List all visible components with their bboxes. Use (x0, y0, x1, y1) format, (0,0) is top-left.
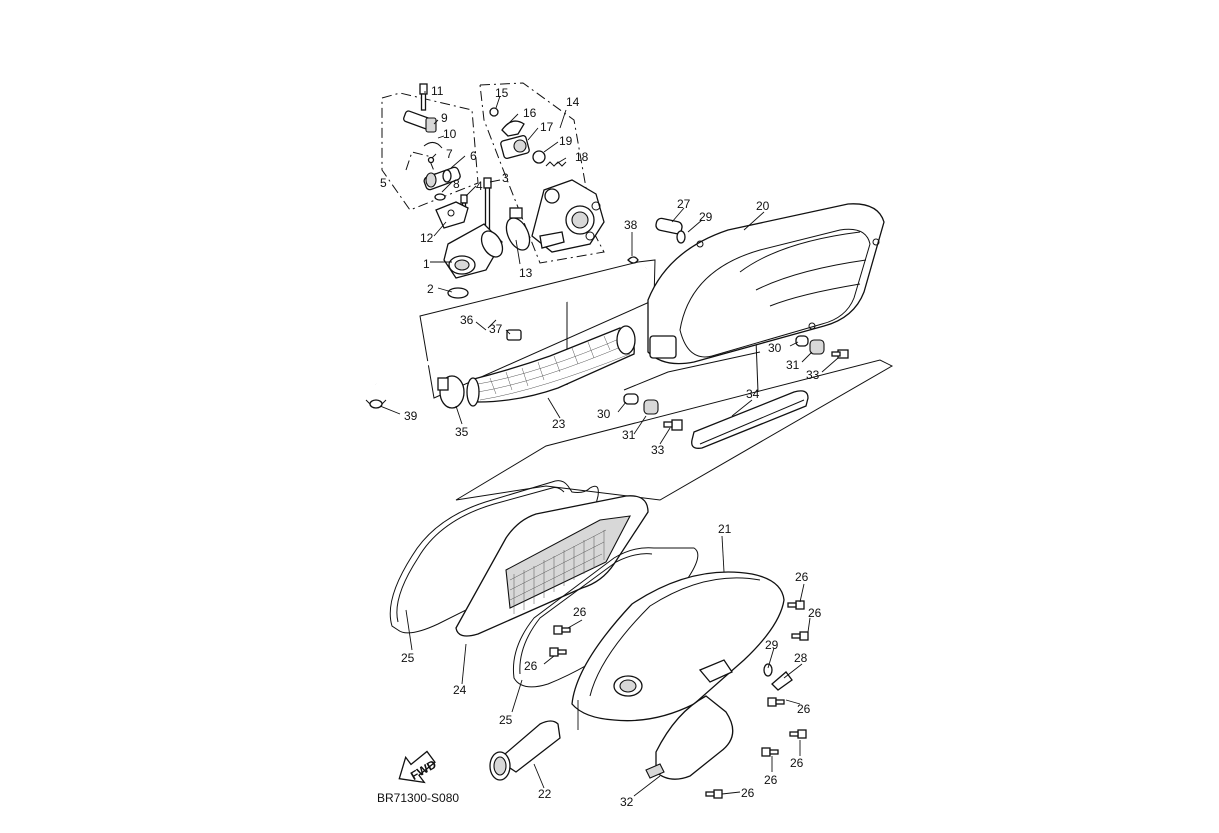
intake-duct-23 (437, 325, 636, 409)
callout-12: 12 (420, 231, 434, 245)
fwd-arrow-icon: FWD (398, 750, 439, 784)
drain-plug-28 (763, 663, 793, 691)
callout-32: 32 (620, 795, 634, 809)
callout-36: 36 (460, 313, 474, 327)
gasket-25-right (512, 547, 699, 688)
callout-26e: 26 (797, 702, 811, 716)
callout-22: 22 (538, 787, 552, 801)
callout-14: 14 (566, 95, 580, 109)
damper-set-upper (795, 335, 849, 359)
callout-13: 13 (519, 266, 533, 280)
callout-16: 16 (523, 106, 537, 120)
callout-30b: 30 (597, 407, 611, 421)
callout-26f: 26 (790, 756, 804, 770)
air-filter-case-20 (647, 203, 885, 365)
case-cover-21 (571, 571, 785, 722)
element-24 (455, 495, 649, 637)
callout-15: 15 (495, 86, 509, 100)
callout-26d: 26 (524, 659, 538, 673)
callout-33b: 33 (651, 443, 665, 457)
callout-33a: 33 (806, 368, 820, 382)
cover-32 (645, 695, 734, 780)
callout-8: 8 (453, 177, 460, 191)
callout-17: 17 (540, 120, 554, 134)
callout-26h: 26 (741, 786, 755, 800)
damper-set-lower (623, 393, 683, 431)
callout-38: 38 (624, 218, 638, 232)
leader-lines (379, 91, 839, 797)
callout-26a: 26 (795, 570, 809, 584)
seal-34 (691, 390, 809, 449)
callout-26c: 26 (573, 605, 587, 619)
callout-10: 10 (443, 127, 457, 141)
callout-11: 11 (431, 84, 444, 98)
callout-39: 39 (404, 409, 418, 423)
screws-26 (549, 600, 809, 799)
callout-25a: 25 (401, 651, 415, 665)
funnel-22 (489, 720, 561, 781)
callout-27: 27 (677, 197, 691, 211)
callout-37: 37 (489, 322, 503, 336)
callout-31b: 31 (622, 428, 636, 442)
throttle-body-group (489, 107, 605, 253)
callout-26g: 26 (764, 773, 778, 787)
callout-9: 9 (441, 111, 448, 125)
hose-group (365, 256, 649, 409)
callout-3: 3 (502, 171, 509, 185)
callout-24: 24 (453, 683, 467, 697)
callout-labels: 1 2 3 4 5 6 7 8 9 10 11 12 13 14 15 16 1… (380, 84, 822, 809)
callout-23: 23 (552, 417, 566, 431)
callout-26b: 26 (808, 606, 822, 620)
callout-6: 6 (470, 149, 477, 163)
callout-35: 35 (455, 425, 469, 439)
joint-throttle-assembly (403, 83, 531, 299)
callout-19: 19 (559, 134, 573, 148)
callout-20: 20 (756, 199, 770, 213)
callout-31a: 31 (786, 358, 800, 372)
callout-5: 5 (380, 176, 387, 190)
callout-25b: 25 (499, 713, 513, 727)
diagram-code: BR71300-S080 (377, 791, 459, 805)
callout-4: 4 (476, 179, 483, 193)
callout-29b: 29 (765, 638, 779, 652)
callout-1: 1 (423, 257, 430, 271)
callout-7: 7 (446, 147, 453, 161)
callout-34: 34 (746, 387, 760, 401)
callout-2: 2 (427, 282, 434, 296)
group-outlines (381, 82, 894, 501)
callout-29a: 29 (699, 210, 713, 224)
callout-30a: 30 (768, 341, 782, 355)
callout-28: 28 (794, 651, 808, 665)
callout-21: 21 (718, 522, 732, 536)
callout-18: 18 (575, 150, 589, 164)
